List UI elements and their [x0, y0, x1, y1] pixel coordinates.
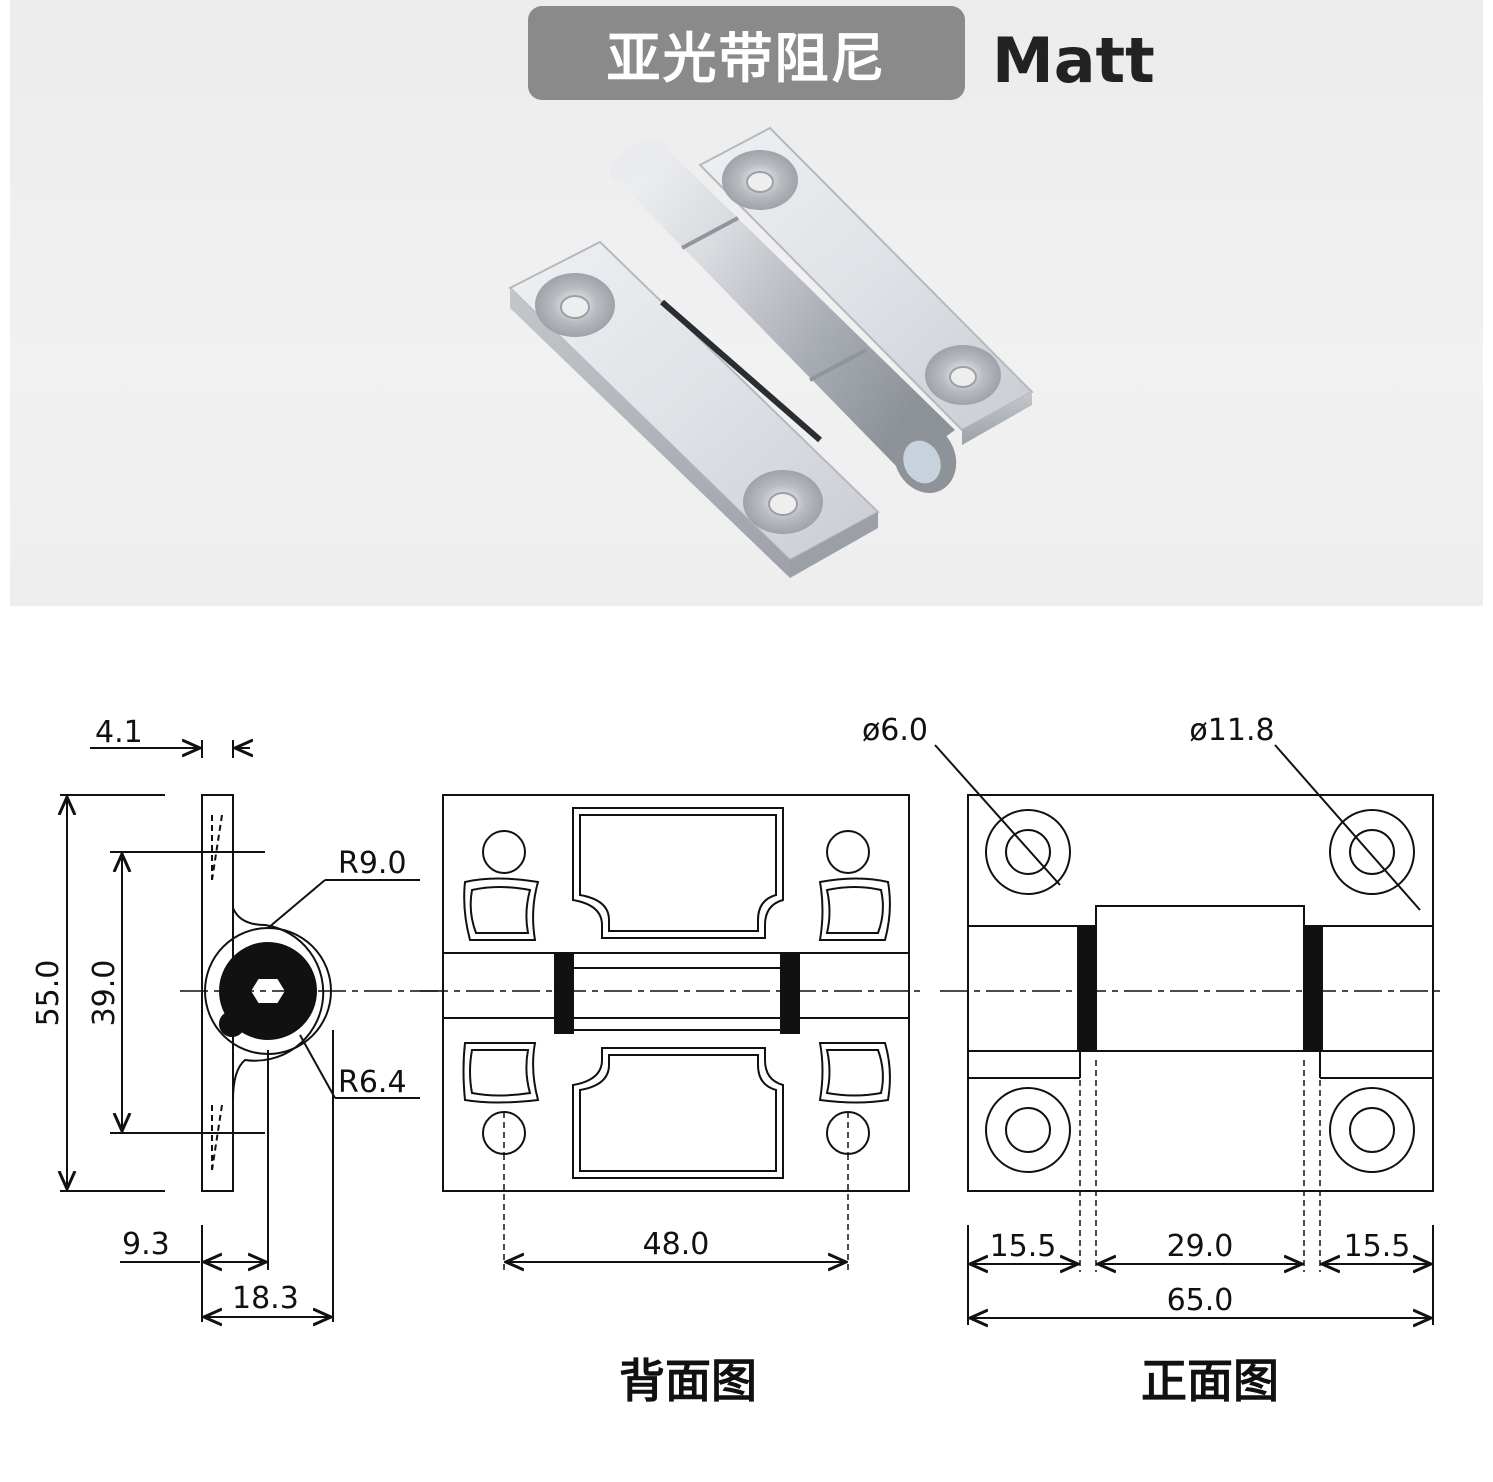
dim-height: 55.0	[31, 960, 66, 1027]
front-view	[934, 744, 1445, 1325]
finish-badge: 亚光带阻尼	[528, 6, 965, 100]
dim-thickness: 4.1	[95, 715, 143, 750]
dim-hole-dia: ø6.0	[862, 713, 928, 748]
hinge-photo	[508, 126, 1034, 578]
back-view	[420, 794, 925, 1270]
front-view-caption: 正面图	[1141, 1354, 1279, 1408]
badge-text: 亚光带阻尼	[606, 26, 887, 90]
dim-axis-offset: 9.3	[122, 1227, 170, 1262]
dim-knuckle: 29.0	[1167, 1229, 1234, 1264]
dim-back-hole-spacing: 48.0	[643, 1227, 710, 1262]
dim-inner-radius: R6.4	[338, 1065, 407, 1100]
dim-hole-spacing: 39.0	[87, 960, 122, 1027]
back-view-caption: 背面图	[619, 1354, 757, 1408]
dim-outer-radius: R9.0	[338, 846, 407, 881]
dim-right-leaf: 15.5	[1344, 1229, 1411, 1264]
dim-depth: 18.3	[232, 1281, 299, 1316]
dim-width: 65.0	[1167, 1283, 1234, 1318]
finish-label: Matt	[992, 24, 1155, 97]
dim-counterbore-dia: ø11.8	[1189, 713, 1274, 748]
dim-left-leaf: 15.5	[990, 1229, 1057, 1264]
side-view	[60, 740, 440, 1322]
